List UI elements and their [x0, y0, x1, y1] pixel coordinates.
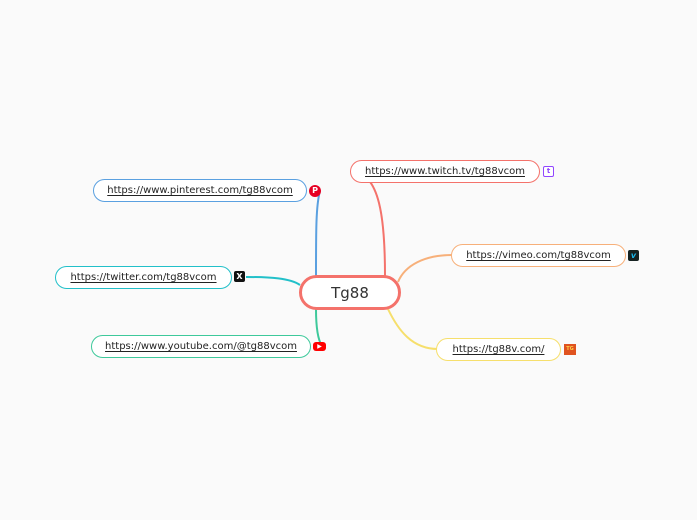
topic-youtube[interactable]: https://www.youtube.com/@tg88vcom	[91, 335, 311, 358]
topic-vimeo[interactable]: https://vimeo.com/tg88vcom	[451, 244, 626, 267]
youtube-icon: ▶	[313, 342, 326, 351]
topic-twitter-link[interactable]: https://twitter.com/tg88vcom	[70, 272, 217, 283]
topic-pinterest[interactable]: https://www.pinterest.com/tg88vcom	[93, 179, 307, 202]
topic-twitch-link[interactable]: https://www.twitch.tv/tg88vcom	[365, 166, 525, 177]
pinterest-icon: P	[309, 185, 321, 197]
topic-twitch[interactable]: https://www.twitch.tv/tg88vcom	[350, 160, 540, 183]
topic-vimeo-link[interactable]: https://vimeo.com/tg88vcom	[466, 250, 611, 261]
connector-twitter	[245, 276, 301, 286]
connector-tg88	[387, 308, 439, 350]
connector-twitch	[351, 171, 386, 277]
x-icon: X	[234, 271, 245, 282]
topic-youtube-link[interactable]: https://www.youtube.com/@tg88vcom	[105, 341, 297, 352]
topic-pinterest-link[interactable]: https://www.pinterest.com/tg88vcom	[107, 185, 293, 196]
central-topic-label: Tg88	[331, 283, 369, 302]
twitch-icon: t	[543, 166, 554, 177]
vimeo-icon: v	[628, 250, 639, 261]
topic-tg88-site-link[interactable]: https://tg88v.com/	[452, 344, 545, 355]
tg88-logo-icon: TG	[564, 344, 576, 355]
connector-vimeo	[397, 254, 453, 283]
connector-pinterest	[315, 190, 321, 277]
central-topic[interactable]: Tg88	[299, 275, 401, 310]
topic-twitter[interactable]: https://twitter.com/tg88vcom	[55, 266, 232, 289]
connector-youtube	[315, 308, 323, 347]
topic-tg88-site[interactable]: https://tg88v.com/	[436, 338, 561, 361]
